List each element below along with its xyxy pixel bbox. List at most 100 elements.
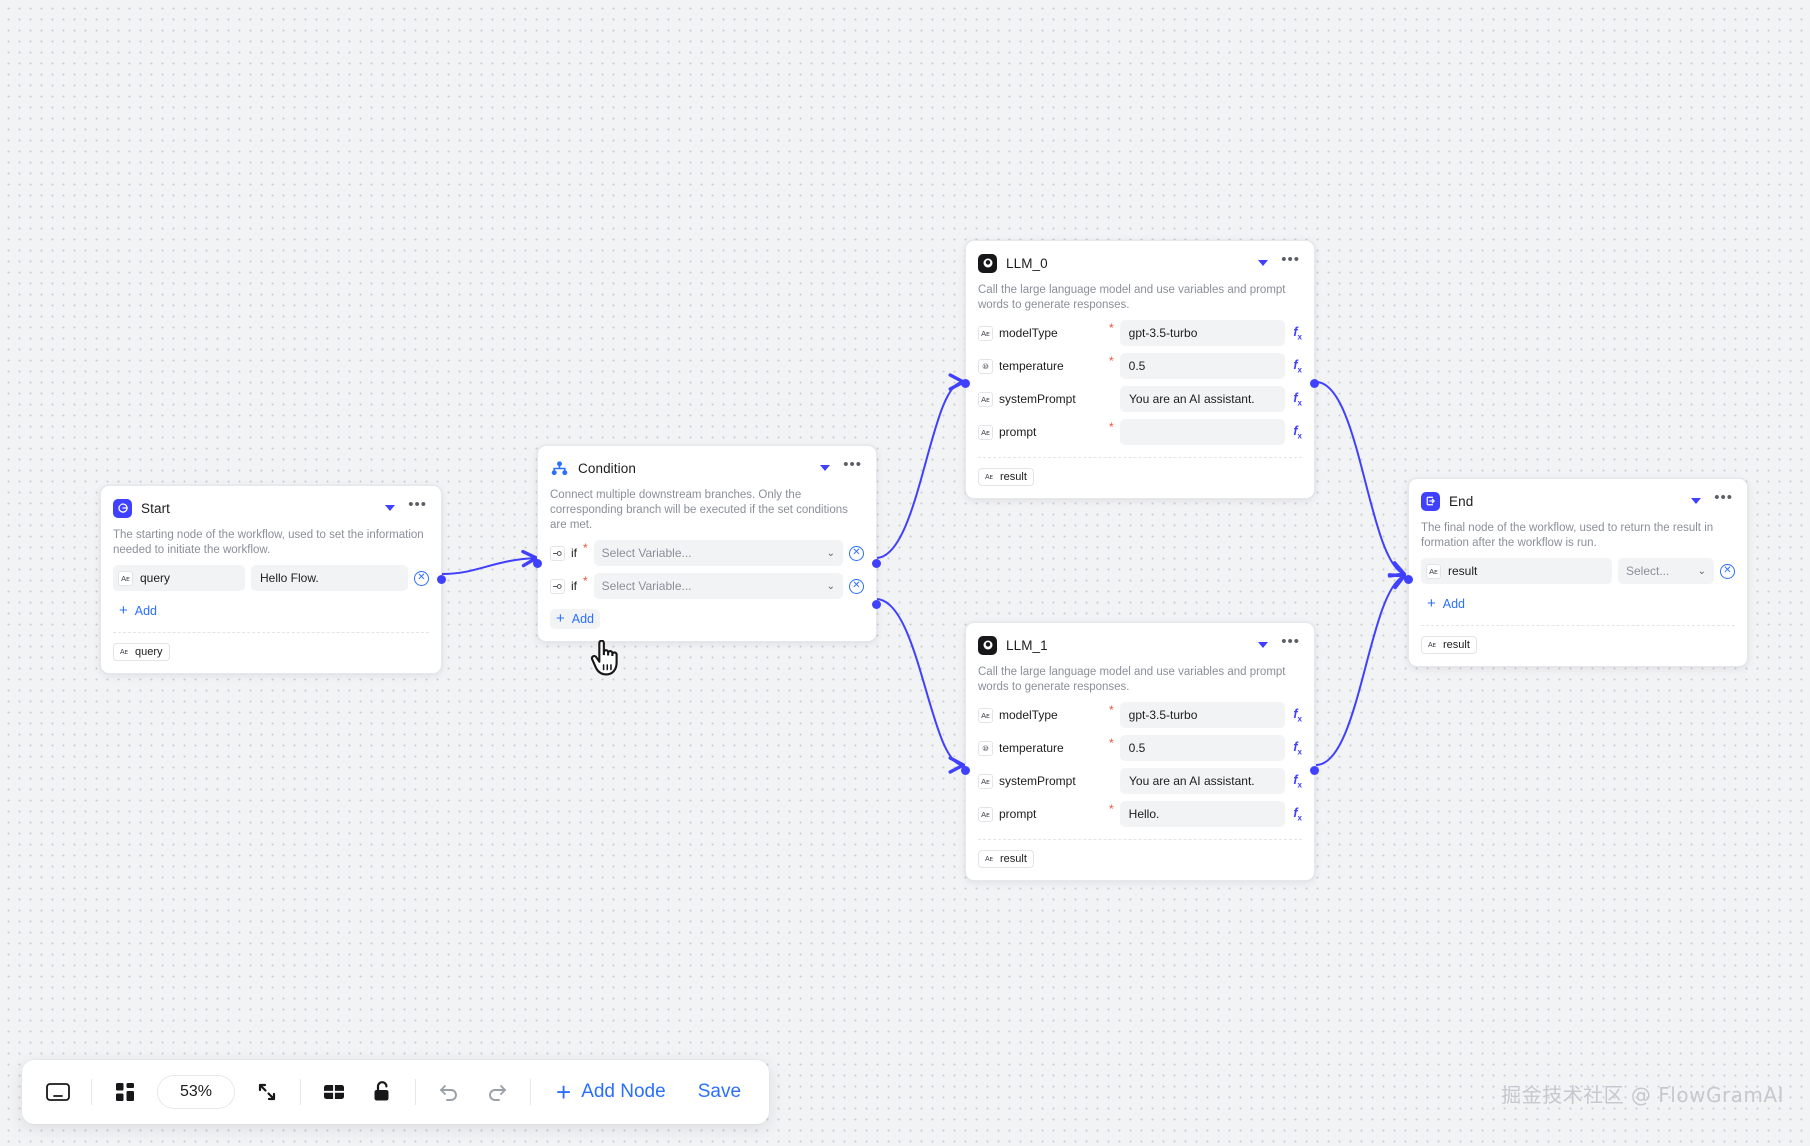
- node-llm-0[interactable]: LLM_0 ••• Call the large language model …: [961, 240, 1319, 499]
- interactive-mode-icon[interactable]: [36, 1070, 80, 1114]
- expression-fx-icon[interactable]: fx: [1293, 357, 1302, 375]
- collapse-caret-icon[interactable]: [385, 505, 396, 511]
- node-more-icon[interactable]: •••: [408, 496, 427, 513]
- field-row-temperature[interactable]: ⑩ temperature * 0.5 fx: [978, 734, 1302, 762]
- branch-row-2[interactable]: if * Select Variable... ⌄ ✕: [550, 572, 864, 600]
- input-port[interactable]: [1404, 575, 1413, 584]
- node-header: End •••: [1421, 490, 1735, 512]
- save-label: Save: [697, 1081, 742, 1102]
- node-header: LLM_0 •••: [978, 252, 1302, 274]
- field-row-modelType[interactable]: Aᴇ modelType * gpt-3.5-turbo fx: [978, 701, 1302, 729]
- required-marker: *: [1109, 802, 1114, 816]
- node-start[interactable]: Start ••• The starting node of the workf…: [100, 485, 446, 674]
- remove-branch-icon[interactable]: ✕: [849, 545, 864, 561]
- expression-fx-icon[interactable]: fx: [1293, 772, 1302, 790]
- output-name: result: [1000, 853, 1027, 865]
- minimap-icon[interactable]: [103, 1070, 147, 1114]
- node-more-icon[interactable]: •••: [1281, 633, 1300, 650]
- input-port[interactable]: [961, 766, 970, 775]
- add-branch-button[interactable]: + Add: [550, 609, 601, 629]
- required-marker: *: [1109, 703, 1114, 717]
- bottom-toolbar[interactable]: 53%: [22, 1060, 770, 1124]
- zoom-level-display[interactable]: 53%: [157, 1075, 235, 1109]
- add-label: Add: [1442, 597, 1466, 611]
- output-port-branch-1[interactable]: [872, 559, 881, 568]
- type-number-icon: ⑩: [978, 740, 993, 756]
- output-chip-result: Aᴇ result: [1421, 636, 1477, 654]
- output-chip-query: Aᴇ query: [113, 643, 170, 661]
- add-node-button[interactable]: + Add Node: [542, 1070, 680, 1114]
- field-row-prompt[interactable]: Aᴇ prompt * fx: [978, 418, 1302, 446]
- input-port[interactable]: [533, 559, 542, 568]
- remove-field-icon[interactable]: ✕: [414, 570, 429, 586]
- node-title: Condition: [578, 460, 636, 476]
- field-name: systemPrompt: [999, 774, 1076, 788]
- save-button[interactable]: Save: [684, 1070, 755, 1114]
- field-row-result[interactable]: Aᴇ result Select... ⌄ ✕: [1421, 557, 1735, 585]
- expression-fx-icon[interactable]: fx: [1293, 324, 1302, 342]
- output-port[interactable]: [437, 575, 446, 584]
- type-number-icon: ⑩: [978, 358, 993, 374]
- toolbar-separator: [91, 1079, 92, 1105]
- expression-fx-icon[interactable]: fx: [1293, 739, 1302, 757]
- field-value-temperature[interactable]: 0.5: [1119, 353, 1286, 379]
- field-row-query[interactable]: Aᴇ query Hello Flow. ✕: [113, 564, 429, 592]
- branch-icon: [550, 545, 565, 561]
- node-end[interactable]: End ••• The final node of the workflow, …: [1404, 478, 1748, 667]
- field-row-modelType[interactable]: Aᴇ modelType * gpt-3.5-turbo fx: [978, 319, 1302, 347]
- node-condition[interactable]: Condition ••• Connect multiple downstrea…: [533, 445, 881, 642]
- node-llm-1[interactable]: LLM_1 ••• Call the large language model …: [961, 622, 1319, 881]
- collapse-caret-icon[interactable]: [1258, 642, 1269, 648]
- field-value-temperature[interactable]: 0.5: [1119, 735, 1286, 761]
- branch-variable-select-1[interactable]: Select Variable... ⌄: [593, 540, 843, 566]
- chevron-down-icon: ⌄: [826, 580, 835, 592]
- output-port[interactable]: [1310, 379, 1319, 388]
- field-value-prompt[interactable]: Hello.: [1119, 801, 1286, 827]
- redo-icon[interactable]: [475, 1070, 519, 1114]
- field-row-systemPrompt[interactable]: Aᴇ systemPrompt You are an AI assistant.…: [978, 385, 1302, 413]
- branch-row-1[interactable]: if * Select Variable... ⌄ ✕: [550, 539, 864, 567]
- input-port[interactable]: [961, 379, 970, 388]
- node-header: Start •••: [113, 497, 429, 519]
- add-field-button[interactable]: + Add: [113, 601, 163, 621]
- expression-fx-icon[interactable]: fx: [1293, 423, 1302, 441]
- edge-start-condition: [441, 549, 539, 575]
- field-value-systemPrompt[interactable]: You are an AI assistant.: [1120, 386, 1286, 412]
- field-value-prompt[interactable]: [1119, 419, 1286, 445]
- fit-view-icon[interactable]: [245, 1070, 289, 1114]
- output-chip-result: Aᴇ result: [978, 850, 1034, 868]
- node-more-icon[interactable]: •••: [1714, 489, 1733, 506]
- field-name: temperature: [999, 741, 1064, 755]
- field-value-query[interactable]: Hello Flow.: [251, 565, 408, 591]
- field-row-prompt[interactable]: Aᴇ prompt * Hello. fx: [978, 800, 1302, 828]
- result-variable-select[interactable]: Select... ⌄: [1618, 558, 1714, 584]
- output-port[interactable]: [1310, 766, 1319, 775]
- field-name: modelType: [999, 708, 1058, 722]
- node-title: Start: [141, 500, 171, 516]
- node-more-icon[interactable]: •••: [1281, 251, 1300, 268]
- expression-fx-icon[interactable]: fx: [1293, 706, 1302, 724]
- type-string-icon: Aᴇ: [983, 853, 995, 865]
- unlock-icon[interactable]: [360, 1070, 404, 1114]
- field-value-modelType[interactable]: gpt-3.5-turbo: [1119, 702, 1286, 728]
- collapse-caret-icon[interactable]: [1691, 498, 1702, 504]
- field-value-modelType[interactable]: gpt-3.5-turbo: [1119, 320, 1286, 346]
- collapse-caret-icon[interactable]: [820, 465, 831, 471]
- output-port-branch-2[interactable]: [872, 600, 881, 609]
- remove-branch-icon[interactable]: ✕: [849, 578, 864, 594]
- branch-variable-select-2[interactable]: Select Variable... ⌄: [593, 573, 843, 599]
- expression-fx-icon[interactable]: fx: [1293, 390, 1302, 408]
- add-field-button[interactable]: + Add: [1421, 594, 1471, 614]
- field-row-systemPrompt[interactable]: Aᴇ systemPrompt You are an AI assistant.…: [978, 767, 1302, 795]
- field-name: query: [140, 571, 171, 585]
- auto-layout-icon[interactable]: [312, 1070, 356, 1114]
- collapse-caret-icon[interactable]: [1258, 260, 1269, 266]
- field-value-systemPrompt[interactable]: You are an AI assistant.: [1120, 768, 1286, 794]
- expression-fx-icon[interactable]: fx: [1293, 805, 1302, 823]
- field-row-temperature[interactable]: ⑩ temperature * 0.5 fx: [978, 352, 1302, 380]
- node-more-icon[interactable]: •••: [843, 456, 862, 473]
- toolbar-separator: [415, 1079, 416, 1105]
- remove-field-icon[interactable]: ✕: [1720, 563, 1735, 579]
- undo-icon[interactable]: [427, 1070, 471, 1114]
